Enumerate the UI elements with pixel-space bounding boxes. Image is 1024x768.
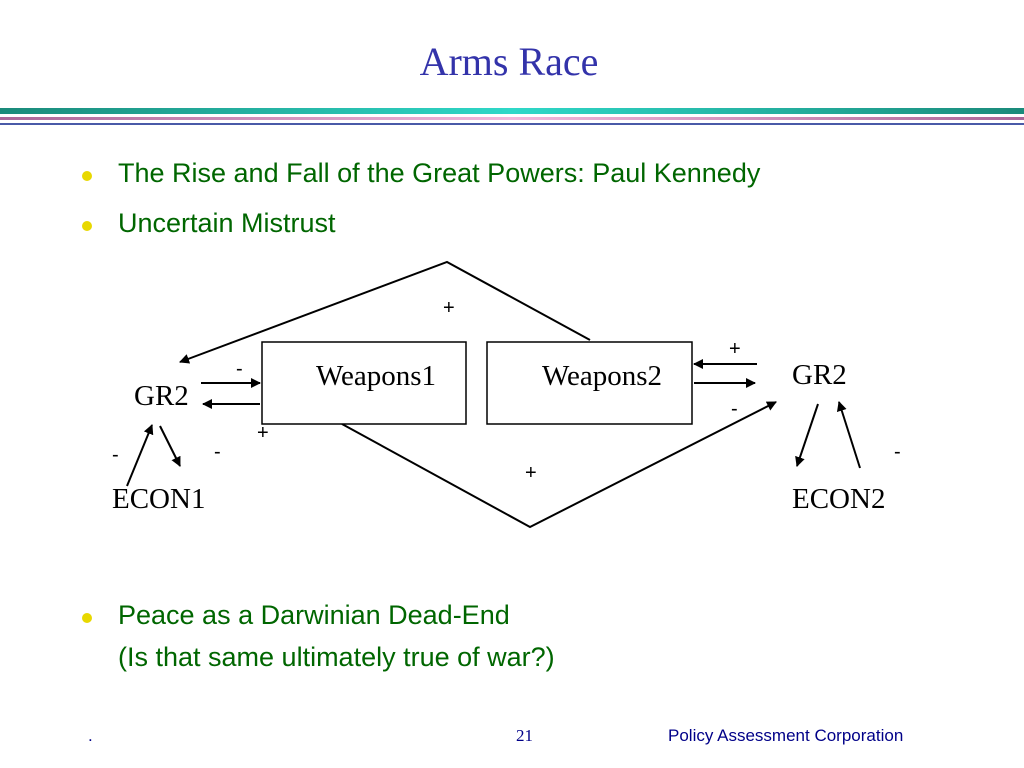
sign-bottom-loop: + bbox=[525, 462, 537, 484]
sign-econ1-to-gr: - bbox=[112, 444, 119, 466]
bullet-text-line2: (Is that same ultimately true of war?) bbox=[118, 642, 555, 672]
sign-gr-left-to-weapons1: - bbox=[236, 358, 243, 380]
sign-econ2-to-gr: - bbox=[894, 441, 901, 463]
title-rule-teal bbox=[0, 108, 1024, 114]
weapons2-box bbox=[486, 341, 693, 425]
footer-left: . bbox=[88, 726, 93, 745]
econ1-label: ECON1 bbox=[112, 483, 205, 515]
top-loop-arrow bbox=[179, 260, 591, 364]
econ2-label: ECON2 bbox=[792, 483, 885, 515]
gr-left-label: GR2 bbox=[134, 380, 189, 412]
gr-left-to-econ1-arrow bbox=[159, 425, 181, 467]
sign-weapons2-to-gr2: - bbox=[731, 398, 738, 420]
footer-organization: Policy Assessment Corporation bbox=[668, 726, 904, 745]
bullet-dot bbox=[82, 171, 92, 181]
gr-right-to-econ2-arrow bbox=[795, 403, 819, 467]
sign-gr-to-econ1: - bbox=[214, 441, 221, 463]
bullet-text: The Rise and Fall of the Great Powers: P… bbox=[118, 158, 761, 188]
sign-weapons1-to-gr-left: + bbox=[257, 422, 269, 444]
bullet-dot bbox=[82, 221, 92, 231]
sign-gr2-to-weapons2: + bbox=[729, 338, 741, 360]
weapons1-box bbox=[261, 341, 467, 425]
econ1-to-gr-left-arrow bbox=[126, 424, 154, 487]
title-rule-pink bbox=[0, 117, 1024, 120]
bottom-loop-arrow bbox=[341, 401, 777, 529]
sign-top-loop: + bbox=[443, 297, 455, 319]
slide-title: Arms Race bbox=[419, 39, 599, 84]
bullet-dot bbox=[82, 613, 92, 623]
weapons2-label: Weapons2 bbox=[542, 360, 662, 392]
title-rule-blue bbox=[0, 123, 1024, 125]
weapons1-label: Weapons1 bbox=[316, 360, 436, 392]
bullet-text: Uncertain Mistrust bbox=[118, 208, 336, 238]
bullet-text: Peace as a Darwinian Dead-End bbox=[118, 600, 510, 630]
econ2-to-gr-right-arrow bbox=[836, 401, 861, 469]
page-number: 21 bbox=[516, 726, 533, 745]
gr-right-label: GR2 bbox=[792, 359, 847, 391]
